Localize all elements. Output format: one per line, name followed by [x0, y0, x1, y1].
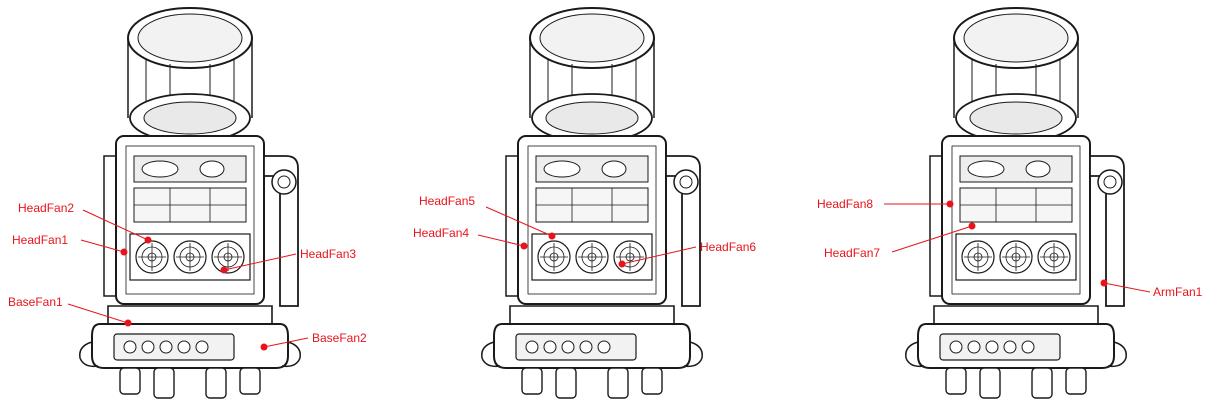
fixture-3: HeadFan8 HeadFan7 ArmFan1	[817, 7, 1203, 399]
leader-headfan5	[485, 206, 553, 237]
label-basefan2: BaseFan2	[312, 331, 367, 345]
label-headfan6: HeadFan6	[700, 240, 756, 254]
fixture-2-drawing	[480, 7, 704, 399]
leader-armfan1	[1103, 282, 1151, 293]
label-armfan1: ArmFan1	[1153, 285, 1203, 299]
pointer-armfan1	[1100, 279, 1108, 287]
label-headfan7: HeadFan7	[824, 246, 880, 260]
pointer-headfan1	[120, 248, 128, 256]
pointer-headfan3	[220, 266, 228, 274]
fixture-1: HeadFan2 HeadFan1 HeadFan3 BaseFan1 Base…	[8, 7, 367, 399]
leader-headfan4	[477, 234, 525, 247]
pointer-headfan4	[520, 242, 528, 250]
label-headfan3: HeadFan3	[300, 247, 356, 261]
leader-headfan3	[223, 253, 297, 271]
label-headfan8: HeadFan8	[817, 197, 873, 211]
pointer-headfan2	[144, 236, 152, 244]
pointer-basefan2	[260, 343, 268, 351]
fixture-3-drawing	[904, 7, 1128, 399]
pointer-basefan1	[124, 319, 132, 327]
label-headfan2: HeadFan2	[18, 201, 74, 215]
pointer-headfan5	[548, 232, 556, 240]
leader-headfan1	[80, 239, 125, 253]
pointer-headfan7	[968, 222, 976, 230]
label-headfan5: HeadFan5	[419, 194, 475, 208]
label-headfan1: HeadFan1	[12, 233, 68, 247]
leader-headfan7	[891, 225, 973, 253]
label-basefan1: BaseFan1	[8, 295, 63, 309]
leader-headfan6	[621, 246, 697, 265]
leader-basefan2	[263, 337, 309, 348]
fixture-1-drawing	[78, 7, 302, 399]
leader-basefan1	[67, 303, 129, 324]
pointer-headfan8	[946, 200, 954, 208]
label-headfan4: HeadFan4	[413, 226, 469, 240]
fixture-2: HeadFan5 HeadFan4 HeadFan6	[413, 7, 756, 399]
leader-headfan2	[82, 209, 149, 241]
pointer-headfan6	[618, 260, 626, 268]
